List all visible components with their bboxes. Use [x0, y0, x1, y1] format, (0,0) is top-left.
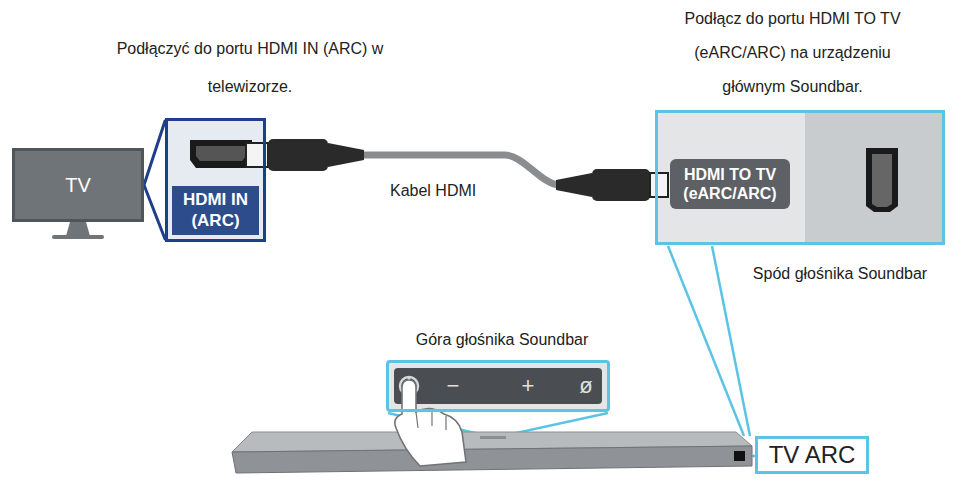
plug-tail [328, 143, 364, 167]
button-panel: − + ø [386, 360, 610, 412]
leader-line [668, 246, 744, 436]
node-text: TV ARC [769, 441, 856, 470]
caption-text: Spód głośnika Soundbar [730, 262, 950, 286]
port-panel [805, 111, 944, 244]
label-box: TV ARC [755, 436, 869, 474]
caption-label: Podłącz do portu HDMI TO TV (eARC/ARC) n… [665, 2, 920, 104]
button-symbol: − [441, 373, 465, 399]
callout-box: HDMI IN (ARC) [165, 118, 266, 242]
caption-text: Góra głośnika Soundbar [392, 328, 612, 352]
node-text: HDMI IN (ARC) [172, 186, 259, 235]
plug-body [268, 139, 328, 171]
callout-fill [166, 119, 265, 241]
hand-lines [416, 410, 446, 430]
leader-line [712, 246, 750, 436]
callout-box: HDMI TO TV (eARC/ARC) [655, 110, 945, 245]
plug-body [592, 169, 650, 201]
callout-fill [656, 111, 944, 244]
tv-screen: TV [12, 148, 144, 222]
button-symbol: ø [574, 373, 598, 399]
caption-label: Góra głośnika Soundbar [392, 328, 612, 352]
node-text: HDMI TO TV (eARC/ARC) [670, 159, 790, 209]
node-text: TV [65, 173, 91, 197]
soundbar-logo [480, 436, 506, 439]
plug-tip [650, 173, 668, 197]
plug-tail [556, 173, 592, 197]
edge-label: Kabel HDMI [388, 182, 478, 200]
tv-base [52, 235, 104, 239]
hdmi-port-inner [196, 146, 246, 161]
panel-fill [387, 361, 609, 411]
caption-label: Spód głośnika Soundbar [730, 262, 950, 286]
caption-label: Podłączyć do portu HDMI IN (ARC) w telew… [110, 30, 390, 106]
caption-text: Podłącz do portu HDMI TO TV (eARC/ARC) n… [665, 2, 920, 104]
caption-text: Podłączyć do portu HDMI IN (ARC) w telew… [110, 30, 390, 106]
soundbar-port [734, 451, 745, 461]
button-strip [394, 368, 602, 404]
soundbar-front [232, 446, 752, 473]
hdmi-port [866, 148, 898, 212]
hdmi-port [190, 140, 252, 168]
callout-pointer [144, 121, 165, 239]
hdmi-port-inner [872, 154, 892, 207]
button-symbol: + [516, 373, 540, 399]
tv-stand [66, 222, 90, 236]
edge-label-text: Kabel HDMI [388, 182, 478, 200]
